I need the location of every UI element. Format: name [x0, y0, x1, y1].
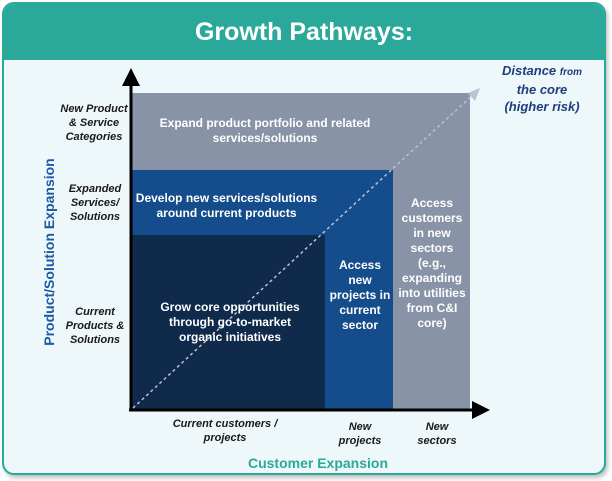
distance-the-core: the core [516, 82, 568, 97]
diagonal-arrowhead [468, 88, 480, 101]
y-label-new-categories: New Product & Service Categories [60, 103, 128, 143]
x-axis-arrowhead [472, 401, 490, 419]
x-label-current-customers: Current customers / projects [172, 418, 278, 444]
distance-from-core-label: Distance from the core (higher risk) [488, 62, 596, 115]
new-sectors-text: Access customers in new sectors (e.g., e… [398, 196, 466, 330]
expand-portfolio-text: Expand product portfolio and related ser… [159, 116, 371, 145]
x-axis-title: Customer Expansion [247, 455, 389, 471]
page-title: Growth Pathways: [4, 4, 604, 60]
x-label-new-projects: New projects [338, 421, 382, 447]
y-axis-title: Product/Solution Expansion [41, 158, 57, 346]
distance-from-word: from [559, 67, 583, 78]
core-opportunities-text: Grow core opportunities through go-to-ma… [160, 300, 300, 344]
y-label-current-products: Current Products & Solutions [65, 306, 125, 346]
y-label-expanded-services: Expanded Services/ Solutions [68, 183, 122, 223]
core-opportunities-block [131, 235, 325, 410]
develop-services-text: Develop new services/solutions around cu… [135, 191, 318, 220]
distance-higher-risk: (higher risk) [504, 99, 580, 114]
x-label-new-sectors: New sectors [417, 421, 457, 447]
new-projects-text: Access new projects in current sector [329, 258, 391, 332]
distance-word: Distance [501, 63, 557, 78]
y-axis-arrowhead [122, 68, 140, 86]
